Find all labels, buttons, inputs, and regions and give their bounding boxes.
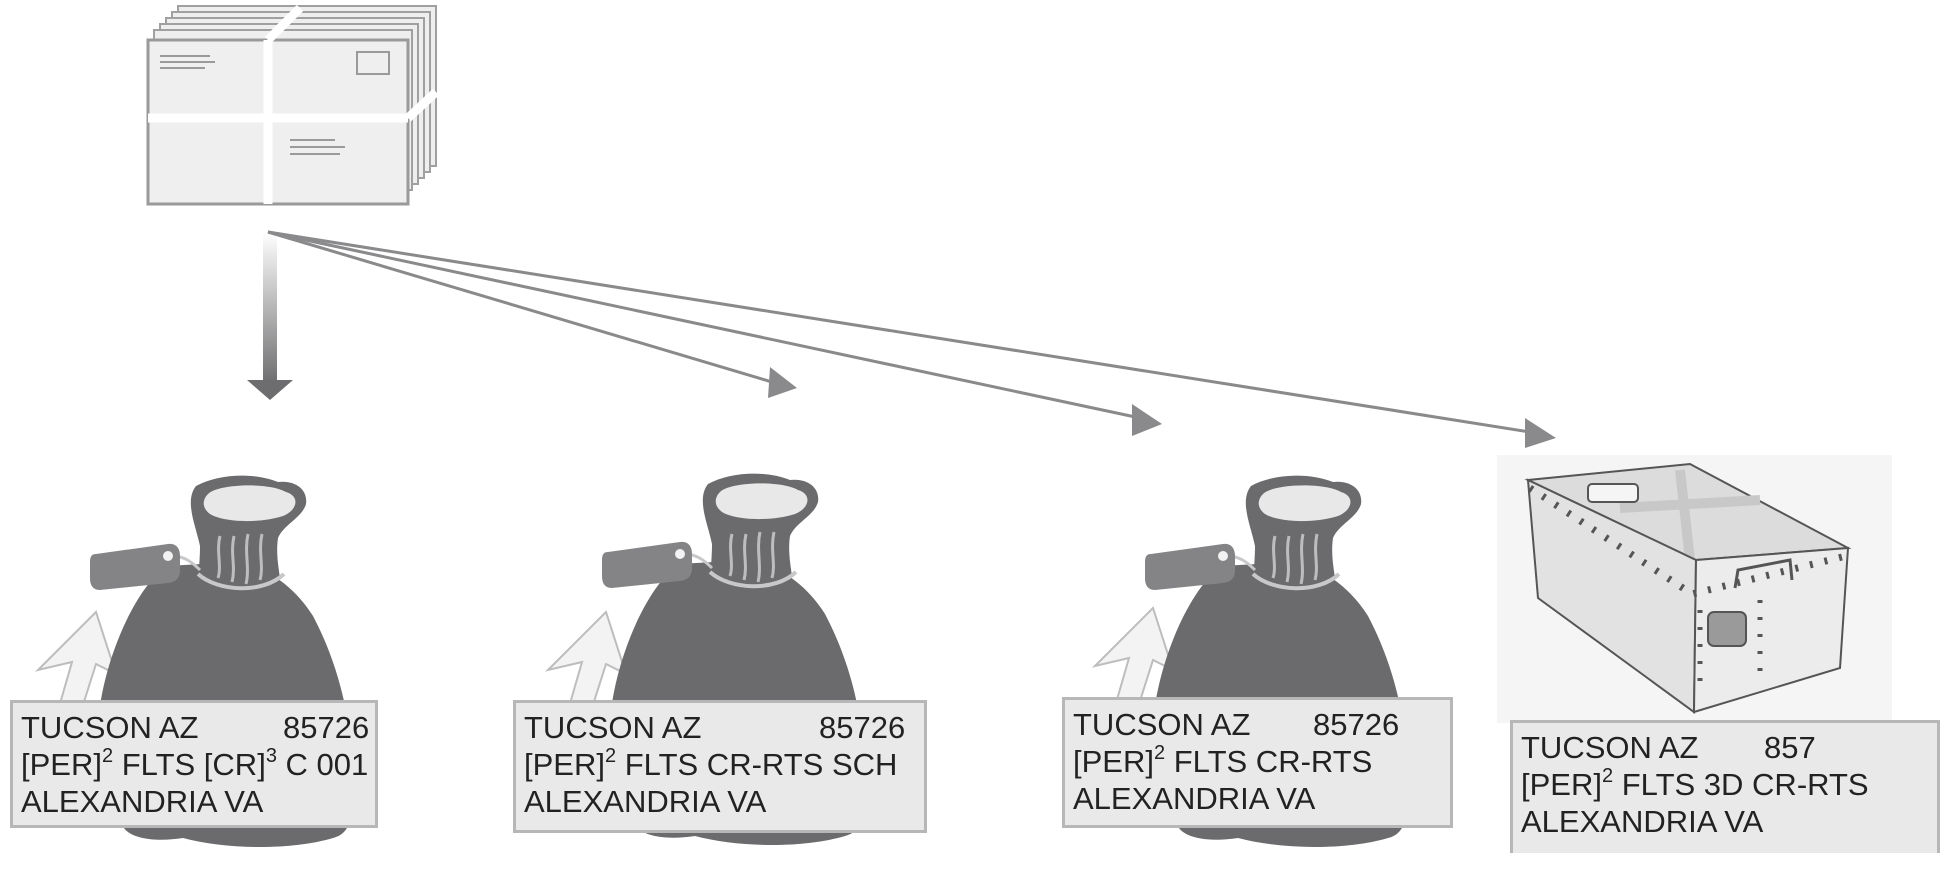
label-line2-part: [PER] [524,747,605,782]
label-city: TUCSON AZ [1073,707,1251,742]
label-superscript: 2 [101,745,114,767]
label-superscript: 2 [1153,742,1166,764]
label-destination: ALEXANDRIA VA [524,784,767,819]
label-city: TUCSON AZ [524,710,702,745]
arrow-stem-down [263,232,277,382]
sack-label-2: TUCSON AZ 85726 [PER]2 FLTS CR-RTS SCH A… [513,700,927,833]
label-superscript: 2 [1601,765,1614,787]
label-line2-part: [PER] [1521,767,1602,802]
label-city: TUCSON AZ [1521,730,1699,765]
arrow-head-sack-3 [1132,404,1162,436]
sack-label-1: TUCSON AZ 85726 [PER]2 FLTS [CR]3 C 001 … [10,700,378,828]
label-line2-part: FLTS CR-RTS [1165,744,1373,779]
label-line2-part: C 001 [276,747,369,782]
label-destination: ALEXANDRIA VA [21,784,264,819]
label-zip: 85726 [283,710,370,745]
label-destination: ALEXANDRIA VA [1521,804,1764,839]
arrow-head-sack-1 [247,380,293,400]
distribution-arrows [247,230,1556,448]
mail-tray-icon [1497,455,1892,723]
label-line2-part: FLTS 3D CR-RTS [1613,767,1869,802]
arrow-head-sack-2 [768,367,797,398]
label-superscript: 2 [604,745,617,767]
label-zip: 85726 [1313,707,1400,742]
label-line2-part: FLTS CR-RTS SCH [616,747,898,782]
label-zip: 85726 [819,710,906,745]
sack-label-3: TUCSON AZ 85726 [PER]2 FLTS CR-RTS ALEXA… [1062,697,1453,828]
label-superscript: 3 [265,745,277,767]
label-line2-part: FLTS [CR] [113,747,266,782]
label-zip: 857 [1764,730,1816,765]
label-city: TUCSON AZ [21,710,199,745]
arrow-head-tray [1525,418,1556,448]
tray-label: TUCSON AZ 857 [PER]2 FLTS 3D CR-RTS ALEX… [1510,720,1940,853]
label-line2-part: [PER] [1073,744,1154,779]
label-line2-part: [PER] [21,747,102,782]
letter-bundle-icon [146,4,440,206]
label-destination: ALEXANDRIA VA [1073,781,1316,816]
